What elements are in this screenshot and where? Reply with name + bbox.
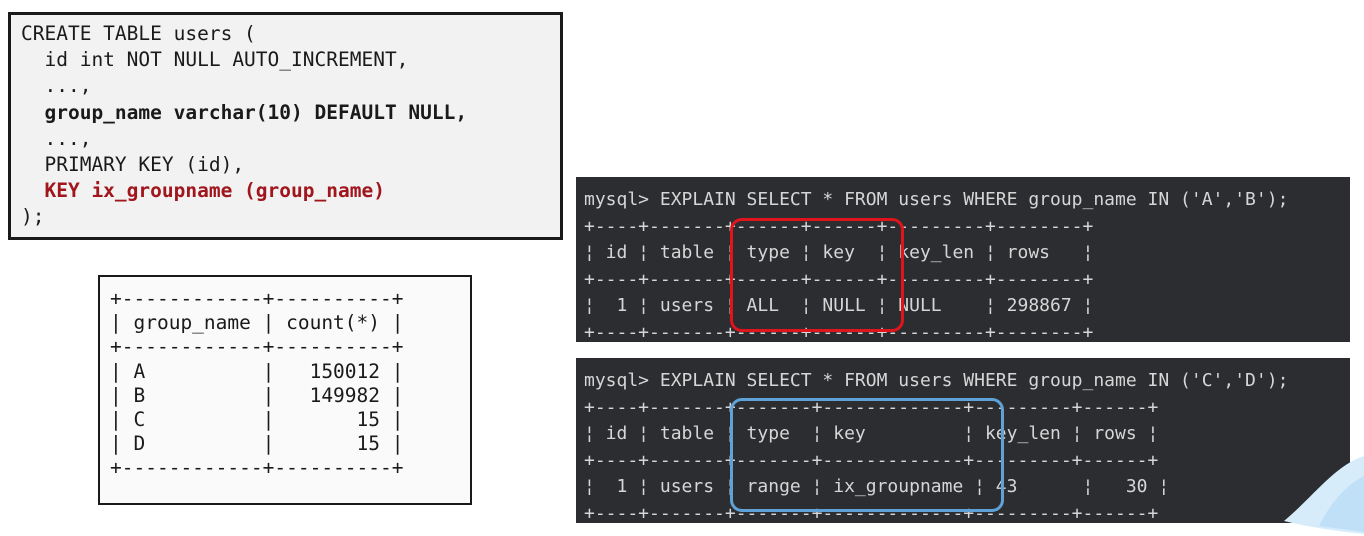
table-row: | C | 15 | [110,408,404,432]
terminal-row: ¦ 1 ¦ users ¦ ALL ¦ NULL ¦ NULL ¦ 298867… [584,295,1094,317]
group-count-table: +------------+----------+ | group_name |… [98,275,472,505]
table-border: +------------+----------+ [110,456,404,480]
code-line: ); [21,205,45,229]
table-row: | B | 149982 | [110,383,404,407]
table-row: | D | 15 | [110,432,404,456]
highlight-box-red [730,218,904,332]
table-border: +------------+----------+ [110,335,404,359]
decorative-brush-icon [1284,456,1364,534]
terminal-row: ¦ 1 ¦ users ¦ range ¦ ix_groupname ¦ 43 … [584,476,1170,498]
terminal-border: +----+-------+------+------+---------+--… [584,215,1094,237]
terminal-border: +----+-------+-------+-------------+----… [584,502,1159,524]
highlight-box-blue [730,398,1004,512]
code-line-key-index: KEY ix_groupname (group_name) [21,179,385,203]
code-line: id int NOT NULL AUTO_INCREMENT, [21,48,409,72]
create-table-code-block: CREATE TABLE users ( id int NOT NULL AUT… [8,12,563,240]
code-line: CREATE TABLE users ( [21,22,256,45]
terminal-header: ¦ id ¦ table ¦ type ¦ key ¦ key_len ¦ ro… [584,242,1094,264]
table-border: +------------+----------+ [110,287,404,310]
explain-terminal-ab: mysql> EXPLAIN SELECT * FROM users WHERE… [576,177,1350,343]
explain-terminal-cd: mysql> EXPLAIN SELECT * FROM users WHERE… [576,358,1350,524]
table-header: | group_name | count(*) | [110,311,404,335]
code-line-group-name: group_name varchar(10) DEFAULT NULL, [21,100,468,124]
terminal-border: +----+-------+-------+-------------+----… [584,449,1159,471]
terminal-border: +----+-------+------+------+---------+--… [584,321,1094,343]
code-line: PRIMARY KEY (id), [21,153,245,177]
terminal-query: mysql> EXPLAIN SELECT * FROM users WHERE… [584,370,1289,391]
terminal-border: +----+-------+------+------+---------+--… [584,268,1094,290]
terminal-border: +----+-------+-------+-------------+----… [584,396,1159,418]
code-line: ..., [21,74,92,98]
table-row: | A | 150012 | [110,359,404,383]
terminal-query: mysql> EXPLAIN SELECT * FROM users WHERE… [584,189,1289,210]
code-line: ..., [21,126,92,150]
